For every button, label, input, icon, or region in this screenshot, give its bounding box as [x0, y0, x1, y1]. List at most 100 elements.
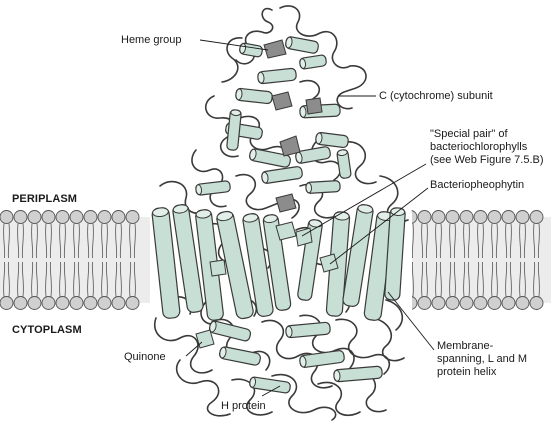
lipid-tail-upper	[3, 223, 10, 259]
helix-end	[305, 182, 313, 194]
helix-end	[195, 184, 203, 196]
lipid-head-lower	[431, 296, 446, 310]
lipid-head-upper	[69, 210, 84, 224]
protein-helix	[226, 109, 242, 151]
protein-helix	[299, 350, 345, 368]
lipid-head-upper	[459, 210, 474, 224]
special-pair-label-line-1: "Special pair" of	[430, 128, 508, 140]
lipid-tail-upper	[59, 223, 66, 259]
protein-helix	[315, 131, 349, 149]
lipid-tail-lower	[45, 261, 52, 297]
helix-end	[195, 209, 212, 219]
protein-helix	[336, 149, 352, 179]
heme-group-label: Heme group	[121, 34, 182, 46]
lipid-head-upper	[445, 210, 460, 224]
lipid-head-lower	[445, 296, 460, 310]
lipid-head-upper	[529, 210, 544, 224]
lipid-tail-lower	[87, 261, 94, 297]
lipid-tail-upper	[491, 223, 498, 259]
lipid-head-lower	[111, 296, 126, 310]
protein-helix	[239, 42, 263, 58]
lipid-tail-lower	[477, 261, 484, 297]
lipid-head-lower	[27, 296, 42, 310]
lipid-head-lower	[417, 296, 432, 310]
protein-helix	[325, 211, 351, 317]
protein-helix	[249, 376, 291, 394]
helix-end	[257, 71, 265, 84]
membrane-helix-label-line-3: protein helix	[437, 366, 497, 378]
protein-helix	[216, 210, 254, 320]
helix-end	[219, 346, 227, 359]
protein-helices	[151, 36, 406, 394]
special-pair-label: "Special pair" of bacteriochlorophylls (…	[430, 128, 544, 167]
protein-helix	[285, 36, 319, 54]
protein-helix	[242, 213, 274, 317]
lipid-tail-upper	[45, 223, 52, 259]
lipid-head-upper	[41, 210, 56, 224]
helix-end	[299, 105, 307, 118]
leader-h-protein	[261, 385, 281, 397]
protein-helix	[235, 87, 273, 105]
cofactors	[263, 39, 323, 213]
lipid-tail-lower	[101, 261, 108, 297]
lipid-head-lower	[125, 296, 140, 310]
lipid-head-upper	[83, 210, 98, 224]
protein-helix	[285, 321, 331, 339]
lipid-tail-upper	[129, 223, 136, 259]
lipid-tail-upper	[73, 223, 80, 259]
membrane-left-band	[0, 217, 152, 303]
bacteriopheophytin-label: Bacteriopheophytin	[430, 179, 525, 191]
helix-end	[299, 58, 307, 69]
quinone-label: Quinone	[124, 351, 166, 363]
helix-end	[230, 109, 242, 117]
helix-end	[263, 214, 278, 224]
lipid-tail-upper	[421, 223, 428, 259]
lipid-tail-lower	[73, 261, 80, 297]
helix-end	[285, 36, 293, 49]
lipid-tail-lower	[449, 261, 456, 297]
protein-helix	[257, 67, 297, 85]
lipid-tail-upper	[31, 223, 38, 259]
special-pair-reference: (see Web Figure 7.5.B)	[430, 154, 544, 166]
lipid-tail-lower	[435, 261, 442, 297]
protein-helix	[219, 346, 261, 366]
membrane-helix-label-line-1: Membrane-	[437, 340, 494, 352]
lipid-head-lower	[69, 296, 84, 310]
leader-lines	[185, 39, 435, 397]
lipid-head-upper	[27, 210, 42, 224]
helix-end	[216, 211, 234, 222]
lipid-head-upper	[473, 210, 488, 224]
lipid-tail-upper	[505, 223, 512, 259]
lipid-tail-lower	[3, 261, 10, 297]
helix-end	[333, 211, 350, 221]
helix-end	[357, 204, 374, 214]
chlorophyll-pigments	[195, 221, 339, 349]
helix-end	[299, 355, 307, 368]
lipid-tail-lower	[519, 261, 526, 297]
membrane-helix-label: Membrane- spanning, L and M protein heli…	[437, 340, 527, 379]
protein-helix	[333, 365, 383, 383]
helix-end	[209, 320, 217, 333]
helix-end	[235, 88, 243, 101]
heme-group-4	[279, 135, 301, 157]
lipid-tail-lower	[31, 261, 38, 297]
helix-end	[337, 149, 348, 157]
helix-end	[242, 213, 259, 223]
special-pair-1	[275, 221, 297, 241]
lipid-head-lower	[501, 296, 516, 310]
protein-helix	[249, 148, 291, 168]
lipid-tail-lower	[421, 261, 428, 297]
lipid-head-upper	[431, 210, 446, 224]
helix-end	[261, 171, 269, 184]
helix-end	[333, 369, 341, 382]
lipid-tail-upper	[87, 223, 94, 259]
lipid-tail-lower	[463, 261, 470, 297]
lipid-head-lower	[41, 296, 56, 310]
lipid-head-upper	[501, 210, 516, 224]
lipid-tail-upper	[435, 223, 442, 259]
helix-end	[172, 204, 189, 214]
lipid-tail-lower	[59, 261, 66, 297]
c-subunit-label: C (cytochrome) subunit	[379, 90, 493, 102]
helix-end	[315, 132, 323, 145]
